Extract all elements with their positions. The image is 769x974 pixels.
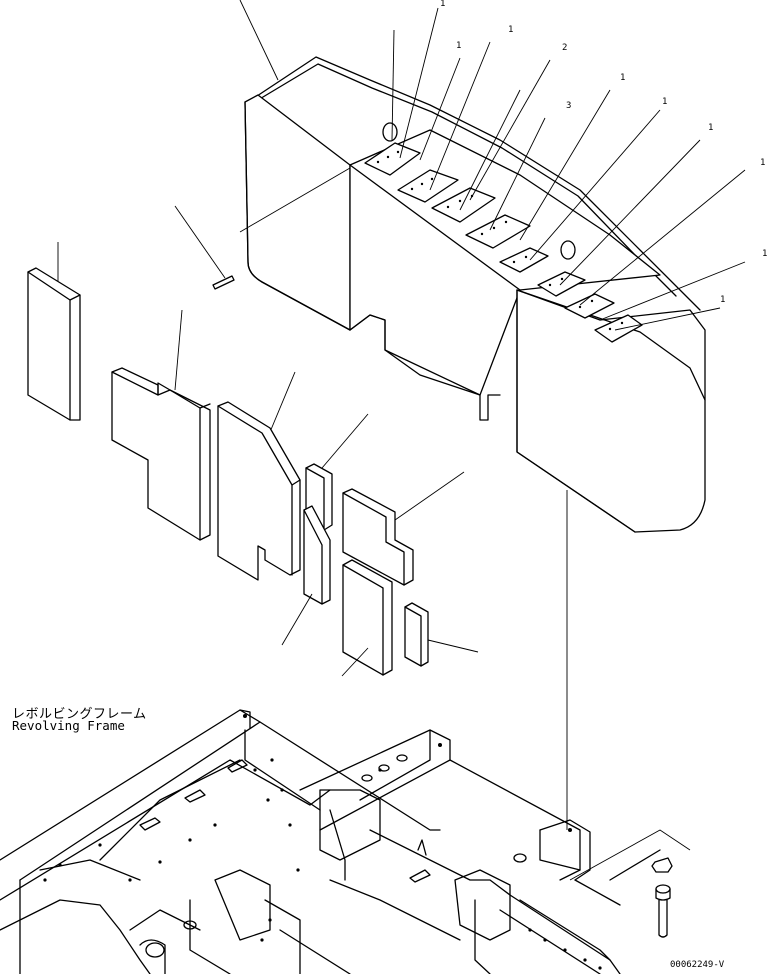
bolt — [174, 205, 235, 290]
callout-3: 1 — [508, 25, 513, 35]
callout-5: 2 — [562, 43, 567, 53]
callout-1: 1 — [440, 0, 445, 9]
callout-4: 1 — [620, 73, 625, 83]
callout-10: 1 — [762, 249, 767, 259]
frame-label-english: Revolving Frame — [12, 718, 125, 733]
revolving-frame — [0, 709, 661, 974]
mounting-bolt — [569, 829, 691, 938]
callout-9: 1 — [760, 158, 765, 168]
leader-lines — [239, 0, 746, 331]
callout-6: 1 — [662, 97, 667, 107]
drawing-number: 00062249-V — [670, 960, 725, 970]
callout-marks: 1 1 1 1 2 1 3 1 1 1 1 — [440, 0, 767, 305]
callout-2: 1 — [456, 41, 461, 51]
callout-7: 3 — [566, 101, 571, 111]
plates — [27, 242, 479, 677]
frame-label-japanese: レボルビングフレーム — [12, 707, 147, 722]
callout-11: 1 — [720, 295, 725, 305]
callout-8: 1 — [708, 123, 713, 133]
counterweight — [244, 56, 706, 533]
